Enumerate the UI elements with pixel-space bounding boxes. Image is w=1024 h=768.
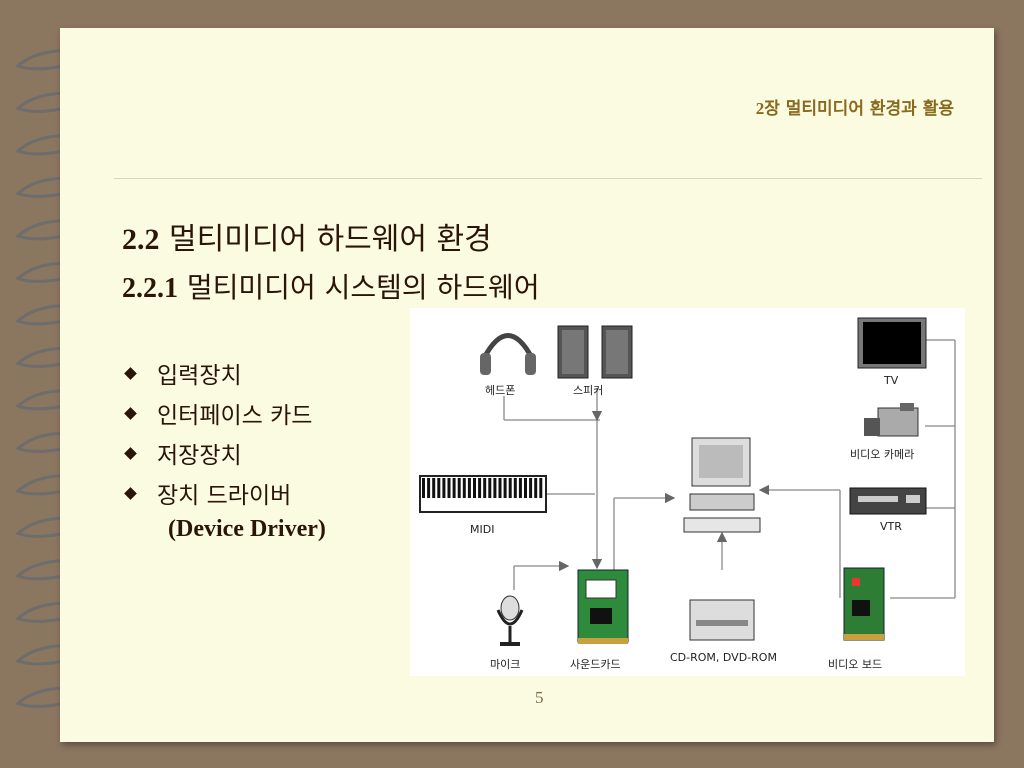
section-title: 2.2 멀티미디어 하드웨어 환경 — [122, 222, 492, 257]
sound-card-label: 사운드카드 — [570, 658, 621, 671]
midi-key — [498, 478, 502, 498]
video-camera-icon — [864, 403, 919, 437]
midi-key — [508, 478, 512, 498]
midi-key — [437, 478, 441, 498]
sound-card-icon — [577, 569, 629, 644]
computer-icon — [683, 437, 761, 533]
midi-key — [488, 478, 492, 498]
midi-key — [427, 478, 431, 498]
bullet-item: 저장장치 — [124, 433, 312, 473]
diamond-bullet-icon — [124, 366, 137, 380]
hardware-diagram: 헤드폰 스피커 TV 비디오 카메라 — [410, 308, 965, 676]
header-divider — [114, 178, 982, 179]
page-number: 5 — [535, 688, 544, 707]
midi-key — [529, 478, 533, 498]
midi-key — [442, 478, 446, 498]
bullet-item: 인터페이스 카드 — [124, 393, 312, 433]
midi-key — [447, 478, 451, 498]
headphone-label: 헤드폰 — [485, 384, 515, 397]
midi-key — [473, 478, 476, 498]
video-board-icon — [843, 567, 885, 641]
midi-keyboard-icon — [419, 475, 547, 513]
diamond-bullet-icon — [124, 486, 137, 500]
mic-label: 마이크 — [490, 658, 520, 671]
midi-key — [462, 478, 466, 498]
midi-key — [422, 478, 425, 498]
tv-label: TV — [883, 374, 899, 387]
hardware-diagram-svg: 헤드폰 스피커 TV 비디오 카메라 — [419, 317, 956, 671]
cdrom-label: CD-ROM, DVD-ROM — [670, 651, 777, 664]
subsection-title: 2.2.1 멀티미디어 시스템의 하드웨어 — [122, 271, 540, 304]
tv-icon — [857, 317, 927, 369]
speaker-label: 스피커 — [573, 384, 603, 397]
midi-key — [483, 478, 487, 498]
midi-key — [493, 478, 497, 498]
midi-key — [534, 478, 538, 498]
midi-key — [432, 478, 436, 498]
bullet-list: 입력장치 인터페이스 카드 저장장치 장치 드라이버 — [124, 353, 312, 513]
chapter-header: 2장 멀티미디어 환경과 활용 — [755, 99, 954, 119]
vtr-icon — [849, 487, 927, 515]
midi-key — [452, 478, 456, 498]
bullet-item: 장치 드라이버 — [124, 473, 312, 513]
headphone-icon — [480, 333, 536, 375]
midi-key — [539, 478, 543, 498]
midi-key — [503, 478, 507, 498]
bullet-item: 입력장치 — [124, 353, 312, 393]
midi-key — [524, 478, 527, 498]
midi-key — [457, 478, 461, 498]
video-board-label: 비디오 보드 — [828, 658, 882, 671]
speaker-icon — [557, 325, 633, 379]
diamond-bullet-icon — [124, 446, 137, 460]
midi-label: MIDI — [470, 523, 494, 536]
cdrom-drive-icon — [689, 599, 755, 641]
midi-key — [478, 478, 482, 498]
microphone-icon — [496, 595, 524, 646]
slide-page: 2장 멀티미디어 환경과 활용 2.2 멀티미디어 하드웨어 환경 2.2.1 … — [60, 28, 994, 742]
diamond-bullet-icon — [124, 406, 137, 420]
midi-key — [518, 478, 522, 498]
device-driver-note: (Device Driver) — [168, 516, 326, 542]
midi-key — [513, 478, 517, 498]
vtr-label: VTR — [880, 520, 902, 533]
video-camera-label: 비디오 카메라 — [850, 448, 914, 461]
midi-key — [467, 478, 471, 498]
